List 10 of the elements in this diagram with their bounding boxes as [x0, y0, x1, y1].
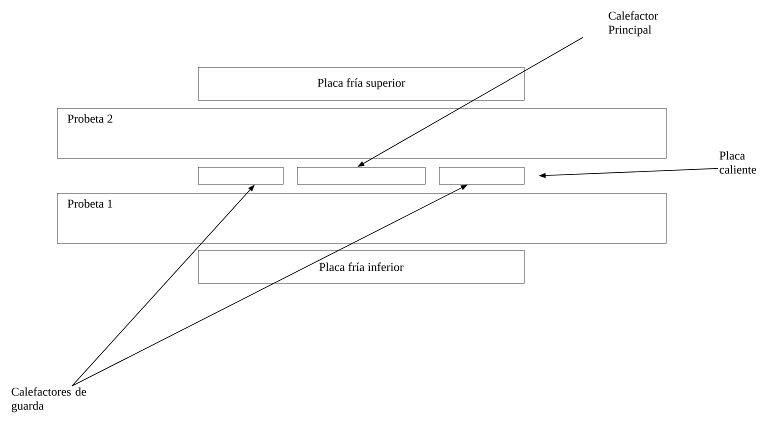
callout-text: Calefactores de guarda [12, 387, 86, 412]
specimen-box: Probeta 2 [57, 108, 667, 159]
heater-box [198, 167, 284, 185]
heater-box [297, 167, 426, 185]
specimen-box: Probeta 1 [57, 193, 667, 244]
heater-box [439, 167, 525, 185]
cold-plate-box: Placa fría superior [198, 67, 525, 101]
cold-plate-box: Placa fría inferior [198, 250, 525, 284]
callout-text: Calefactor Principal [608, 11, 658, 36]
callout-text: Placa caliente [720, 151, 756, 174]
